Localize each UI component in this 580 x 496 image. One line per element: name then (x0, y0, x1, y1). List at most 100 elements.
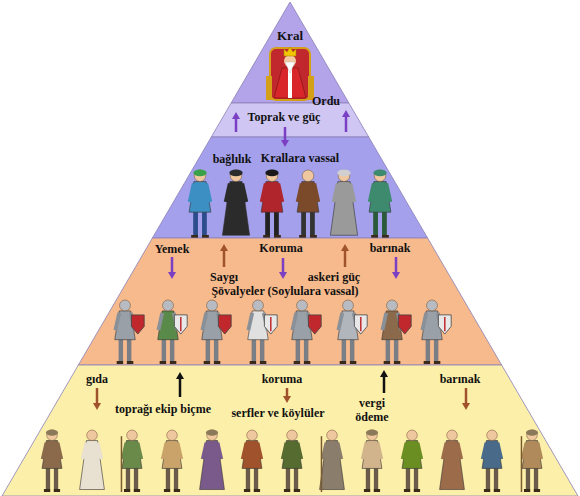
person-arm (83, 443, 87, 460)
person-arm (363, 443, 367, 460)
arrow-label: barınak (370, 241, 411, 255)
person-foot (494, 489, 500, 492)
person-leg (274, 210, 279, 238)
person-arm (292, 313, 296, 330)
person-arm (248, 313, 252, 330)
arrow-label: koruma (262, 372, 303, 386)
person-arm (262, 184, 266, 202)
person-body (402, 441, 422, 469)
person-arm (203, 443, 207, 460)
person-leg (254, 466, 258, 492)
person-head (297, 300, 308, 311)
person-arm (190, 184, 194, 202)
tier-band: Şövalyeler (Soylulara vassal) (78, 238, 502, 365)
person-arm (338, 443, 342, 460)
person-body (482, 441, 502, 469)
person-hat (229, 169, 242, 176)
pyramid-band (2, 365, 578, 496)
person-arm (378, 443, 382, 460)
person-body (162, 441, 182, 469)
person-foot (424, 361, 430, 364)
person-leg (214, 338, 218, 364)
person-foot (263, 235, 270, 238)
person-body (362, 441, 382, 469)
person-foot (304, 361, 310, 364)
person-foot (284, 489, 290, 492)
knight-shield (308, 315, 321, 334)
person-arm (98, 443, 102, 460)
person-leg (296, 338, 300, 364)
shield-cross (180, 317, 182, 331)
person-leg (342, 338, 346, 364)
person-foot (274, 235, 281, 238)
person-body (369, 182, 391, 213)
farm-tool (521, 436, 523, 492)
person-arm (338, 313, 342, 330)
person-arm (458, 443, 462, 460)
person-hat (265, 169, 278, 176)
person-arm (323, 443, 327, 460)
tier-title: Şövalyeler (Soylulara vassal) (211, 284, 358, 298)
person-foot (160, 361, 166, 364)
person-body (297, 182, 319, 213)
arrow-head (93, 403, 101, 410)
person-hat (206, 429, 218, 435)
person-foot (244, 489, 250, 492)
person-leg (206, 338, 210, 364)
arrow-shaft (282, 258, 285, 274)
farm-tool (321, 436, 323, 492)
arrow-head (232, 112, 240, 119)
person-leg (54, 466, 58, 492)
person-arm (298, 184, 302, 202)
person-foot (404, 489, 410, 492)
person-arm (218, 443, 222, 460)
person-leg (494, 466, 498, 492)
person-foot (364, 489, 370, 492)
person-foot (134, 489, 140, 492)
pyramid-band (78, 238, 501, 365)
person-arm (283, 443, 287, 460)
person-arm (138, 443, 142, 460)
person-hat (366, 429, 378, 435)
person-foot (174, 489, 180, 492)
farm-tool (121, 436, 123, 492)
person-head (127, 430, 138, 441)
arrow-shaft (395, 257, 398, 274)
person-leg (382, 210, 387, 238)
person-leg (265, 210, 270, 238)
person-leg (426, 338, 430, 364)
person-foot (294, 489, 300, 492)
person-leg (119, 338, 123, 364)
shield-cross (224, 317, 226, 331)
person-hat (193, 169, 206, 176)
person-leg (294, 466, 298, 492)
person-head (253, 300, 264, 311)
tier-title: serfler ve köylüler (231, 406, 324, 420)
person-foot (394, 361, 400, 364)
person-leg (202, 210, 207, 238)
person-foot (294, 361, 300, 364)
person-foot (214, 361, 220, 364)
person-foot (164, 489, 170, 492)
person-leg (252, 338, 256, 364)
arrow-shaft (345, 115, 348, 132)
arrow-shaft (179, 377, 182, 397)
person-leg (127, 338, 131, 364)
person-arm (123, 443, 127, 460)
person-head (167, 430, 178, 441)
person-arm (386, 184, 390, 202)
arrow-label: askeri güç (308, 270, 360, 284)
arrow-label: Toprak ve güç (248, 110, 321, 124)
person-body (282, 441, 302, 469)
person-foot (54, 489, 60, 492)
person-foot (250, 361, 256, 364)
person-arm (370, 184, 374, 202)
arrow-head (341, 244, 349, 251)
person-head (266, 170, 278, 182)
person-leg (486, 466, 490, 492)
shield-cross (137, 317, 139, 331)
arrow-shaft (344, 249, 347, 267)
person-leg (534, 466, 538, 492)
person-arm (382, 313, 386, 330)
arrow-head (283, 396, 291, 403)
